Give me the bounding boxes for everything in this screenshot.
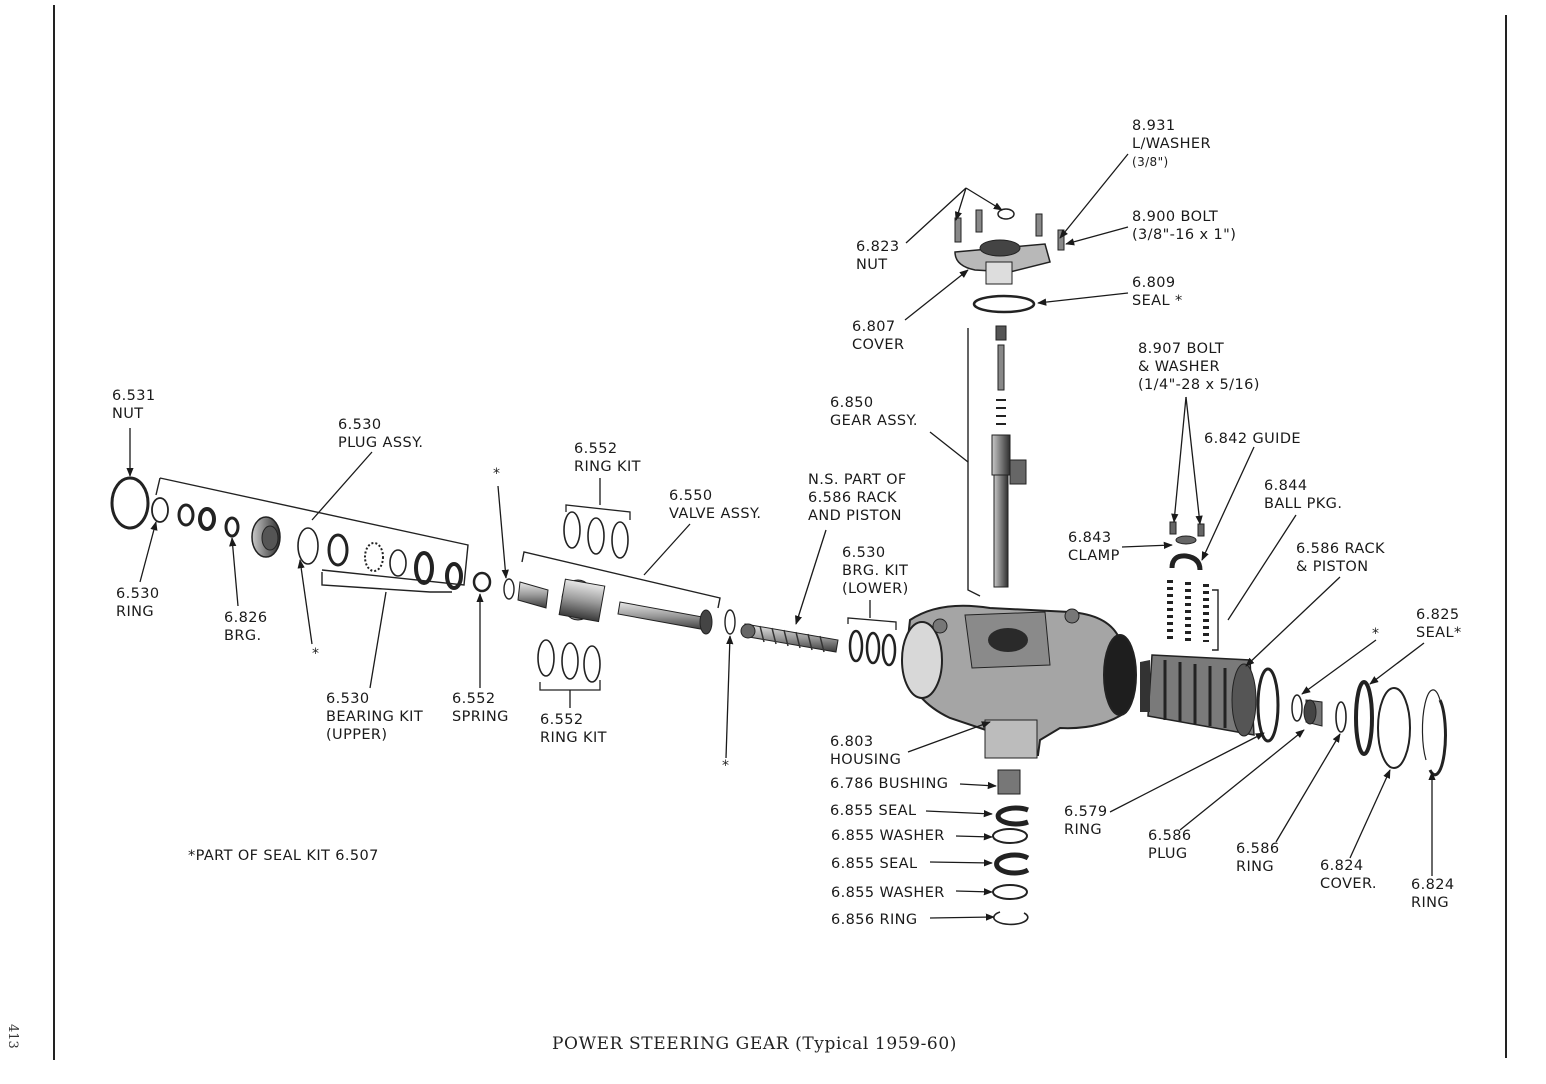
ring-6824 bbox=[1428, 699, 1447, 777]
ring-6856 bbox=[993, 911, 1029, 926]
page-number: 413 bbox=[5, 1024, 20, 1049]
seal-kit-mark-2: * bbox=[312, 646, 319, 662]
nut-6823 bbox=[997, 208, 1015, 220]
guide-clamp-bolts bbox=[1169, 521, 1205, 545]
bearing-kit-lower bbox=[848, 629, 897, 667]
rack-piston-6586 bbox=[1140, 654, 1257, 737]
bracket-gear-assy bbox=[967, 328, 981, 597]
plug-6530 bbox=[251, 516, 281, 558]
ring-kit-bottom bbox=[537, 639, 601, 683]
cover-6807 bbox=[954, 239, 1051, 285]
label-6586-rack-piston: 6.586 RACK& PISTON bbox=[1296, 541, 1385, 575]
seal-kit-mark-1: * bbox=[493, 466, 500, 482]
washer-6855-b bbox=[992, 884, 1028, 900]
figure-caption: POWER STEERING GEAR (Typical 1959-60) bbox=[552, 1034, 957, 1054]
label-6855-washer-a: 6.855 WASHER bbox=[831, 828, 945, 844]
label-8900-bolt: 8.900 BOLT(3/8"-16 x 1") bbox=[1132, 209, 1237, 243]
label-6842-guide: 6.842 GUIDE bbox=[1204, 431, 1301, 447]
seal-6855-b bbox=[994, 852, 1030, 876]
washer-6855-a bbox=[992, 828, 1028, 844]
valve-assembly-6550 bbox=[517, 578, 713, 635]
footnote-seal-kit: *PART OF SEAL KIT 6.507 bbox=[188, 848, 379, 864]
housing-6803 bbox=[901, 604, 1137, 759]
label-6855-seal-b: 6.855 SEAL bbox=[831, 856, 918, 872]
plug-6586 bbox=[1303, 699, 1323, 727]
ring-6579 bbox=[1256, 667, 1280, 743]
ball-package-6844 bbox=[1167, 553, 1209, 642]
bearing-6826 bbox=[224, 516, 240, 538]
bushing-6786 bbox=[997, 769, 1021, 795]
spring-6552 bbox=[472, 571, 492, 593]
ring-6530 bbox=[151, 497, 169, 523]
seal-6809 bbox=[972, 294, 1036, 314]
bracket-valve-assy bbox=[521, 551, 721, 609]
seal-kit-mark-4: * bbox=[1372, 626, 1379, 642]
label-8907-bolt-washer: 8.907 BOLT& WASHER(1/4"-28 x 5/16) bbox=[1138, 341, 1260, 393]
bracket-ball-pkg bbox=[1212, 589, 1219, 651]
bracket-plug-assy bbox=[159, 477, 469, 586]
leader-lines bbox=[126, 153, 1436, 921]
worm-shaft bbox=[740, 623, 839, 653]
label-6786-bushing: 6.786 BUSHING bbox=[830, 776, 949, 792]
ring-kit-top bbox=[563, 511, 629, 559]
label-6855-seal-a: 6.855 SEAL bbox=[830, 803, 917, 819]
ring-6586 bbox=[1335, 701, 1347, 733]
cover-6824 bbox=[1377, 687, 1411, 769]
nut-6531 bbox=[110, 476, 150, 530]
seal-kit-mark-3: * bbox=[722, 758, 729, 774]
seal-6825 bbox=[1354, 680, 1374, 756]
label-6855-washer-b: 6.855 WASHER bbox=[831, 885, 945, 901]
seal-6855-a bbox=[995, 805, 1029, 827]
gear-assembly-6850 bbox=[991, 325, 1027, 588]
bracket-bearing-kit-upper bbox=[321, 572, 452, 593]
label-6856-ring: 6.856 RING bbox=[831, 912, 918, 928]
